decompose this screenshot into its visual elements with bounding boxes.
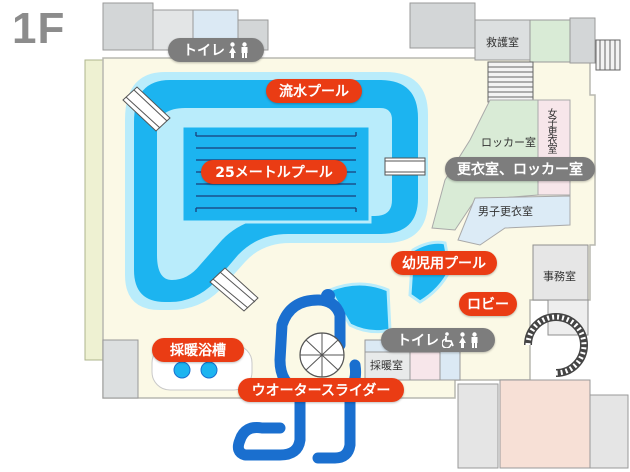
pool-25m-label[interactable]: 25メートルプール [201,160,347,184]
warm-bath-label[interactable]: 採暖浴槽 [152,338,244,362]
left-strip [84,59,104,361]
wheelchair-icon [442,332,454,348]
slider-spiral-steps [300,333,344,377]
wall-block [529,19,571,63]
toilet-label-top[interactable]: トイレ [168,38,264,62]
room-locker: ロッカー室 [481,136,536,149]
lobby-pink-area [499,379,591,469]
bridge [122,86,426,312]
lazy-river-label[interactable]: 流水プール [266,79,362,103]
stairs-icon [487,39,621,103]
office-area [532,244,589,301]
room-office: 事務室 [543,270,576,283]
kids-pool-label[interactable]: 幼児用プール [391,251,497,275]
room-warming: 採暖室 [370,359,403,372]
room-first-aid: 救護室 [486,36,519,49]
water-slider-label[interactable]: ウオータースライダー [238,378,404,402]
wall-block [569,17,596,64]
warm-bath-tub [200,361,218,379]
wall-block [102,339,139,399]
toilet-label-bottom[interactable]: トイレ [381,328,495,352]
room-mens-changing: 男子更衣室 [478,205,533,218]
wall-block [102,2,154,51]
slider-pool-drop [321,289,335,303]
floor-label: 1F [12,4,66,53]
woman-icon [459,332,466,348]
man-icon [241,42,248,58]
first-aid-block [474,19,531,61]
toilet-label-bottom-text: トイレ [397,333,439,349]
man-icon [471,332,478,348]
toilet-bottom-pink [409,351,441,381]
changing-lockers-label[interactable]: 更衣室、ロッカー室 [445,157,595,181]
woman-icon [229,42,236,58]
toilet-label-top-text: トイレ [183,43,225,59]
bottom-block [589,394,629,469]
wall-block [409,2,476,49]
bottom-block [457,383,499,469]
spiral-stairs-icon [524,313,588,377]
lobby-label[interactable]: ロビー [459,292,517,316]
mens-changing-area [457,195,571,246]
room-womens-changing: 女子更衣室 [545,108,556,153]
warm-bath-tub [173,361,191,379]
lazy-river [134,80,418,302]
